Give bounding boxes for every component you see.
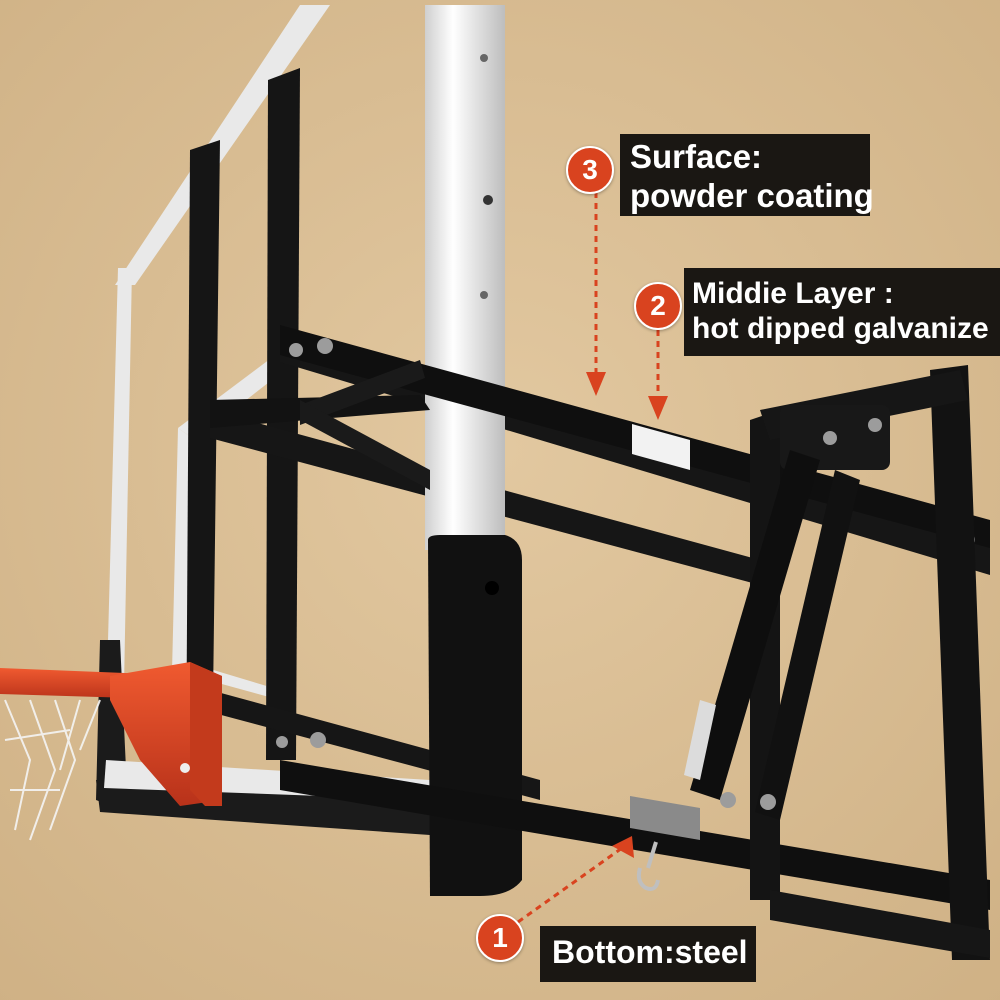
callout-label: Middie Layer : hot dipped galvanize (684, 268, 1000, 356)
callout-label-line: hot dipped galvanize (692, 312, 989, 346)
callout-label-line: Middie Layer : (692, 277, 894, 310)
galvanized-layer-band (632, 424, 690, 470)
gas-struts (684, 450, 860, 820)
leader-arrowheads (586, 372, 668, 858)
callout-label-line: Surface: (630, 138, 763, 175)
callout-label: Bottom:steel (540, 926, 756, 982)
callout-number-badge: 3 (566, 146, 614, 194)
basketball-rim (0, 662, 222, 806)
callout-label-line: powder coating (630, 176, 874, 214)
steel-layer-band (630, 796, 700, 840)
basketball-net (4, 699, 101, 841)
adjustment-hook (636, 841, 660, 891)
wall-mount-bracket (750, 365, 990, 960)
leader-lines (517, 192, 660, 924)
callout-number-badge: 1 (476, 914, 524, 962)
callout-label-line: Bottom:steel (552, 934, 748, 970)
callout-number-badge: 2 (634, 282, 682, 330)
callout-label: Surface: powder coating (620, 134, 874, 216)
